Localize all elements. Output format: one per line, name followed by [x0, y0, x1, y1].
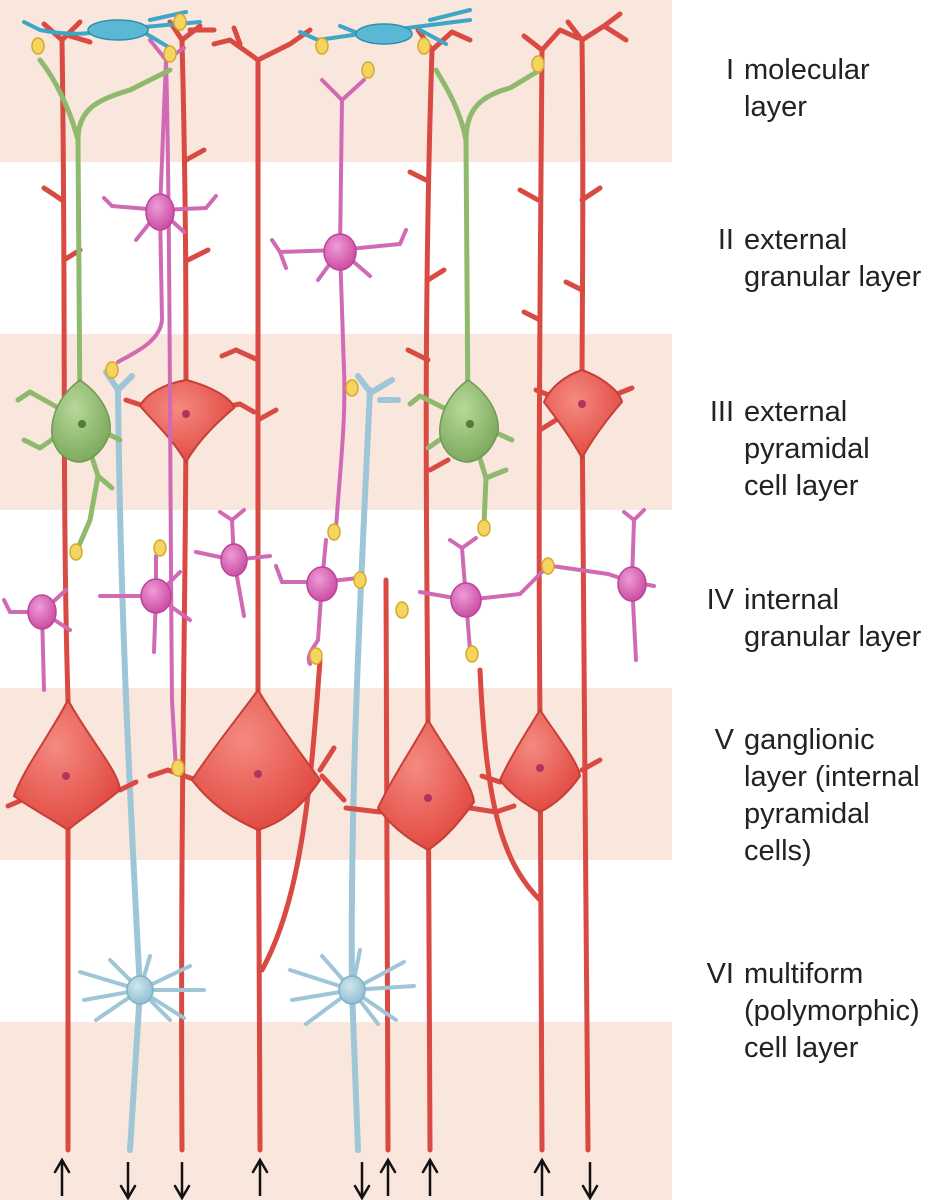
layer-label-6: VI multiform (polymorphic) cell layer [690, 956, 936, 1067]
arrow-down-icon [173, 1162, 191, 1200]
stellate-nuclei [78, 420, 474, 428]
layer-label-1: I molecular layer [690, 52, 936, 126]
layer-label-5: V ganglionic layer (internal pyramidal c… [690, 722, 936, 870]
granule-somata [27, 193, 647, 630]
horizontal-somata [87, 19, 413, 45]
layer-label-3: III external pyramidal cell layer [690, 394, 936, 505]
stellate-cells [15, 57, 543, 551]
layer-numeral: I [725, 54, 734, 86]
pyramidal-nuclei [62, 400, 586, 802]
layer-name: external pyramidal cell layer [744, 396, 870, 502]
layer-numeral: IV [706, 584, 734, 616]
layer-name: external granular layer [744, 224, 922, 293]
arrow-up-icon [533, 1157, 551, 1196]
layer-name: internal granular layer [744, 584, 922, 653]
layer-numeral: V [714, 724, 734, 756]
layer-label-2: II external granular layer [690, 222, 936, 296]
band-bottom [0, 1022, 672, 1200]
pyramidal-neurons [5, 11, 635, 1153]
pyramidal-somata [12, 368, 624, 852]
arrow-down-icon [353, 1162, 371, 1200]
arrow-up-icon [53, 1157, 71, 1196]
arrow-down-icon [581, 1162, 599, 1200]
layer-numeral: II [717, 224, 734, 256]
layer-name: ganglionic layer (internal pyramidal cel… [744, 724, 920, 867]
arrow-up-icon [421, 1157, 439, 1196]
fusiform-somata [126, 975, 366, 1005]
layer-name: molecular layer [744, 54, 870, 123]
arrow-down-icon [119, 1162, 137, 1200]
arrow-up-icon [251, 1157, 269, 1196]
layer-name: multiform (polymorphic) cell layer [744, 958, 920, 1064]
arrow-up-icon [379, 1157, 397, 1196]
layer-label-4: IV internal granular layer [690, 582, 936, 656]
fusiform-fibres [103, 369, 401, 1153]
layer-numeral: III [709, 396, 734, 428]
fusiform-cells [78, 948, 416, 1026]
layer-numeral: VI [706, 958, 734, 990]
fibre-arrows [53, 1157, 599, 1200]
synaptic-terminals [31, 13, 555, 777]
